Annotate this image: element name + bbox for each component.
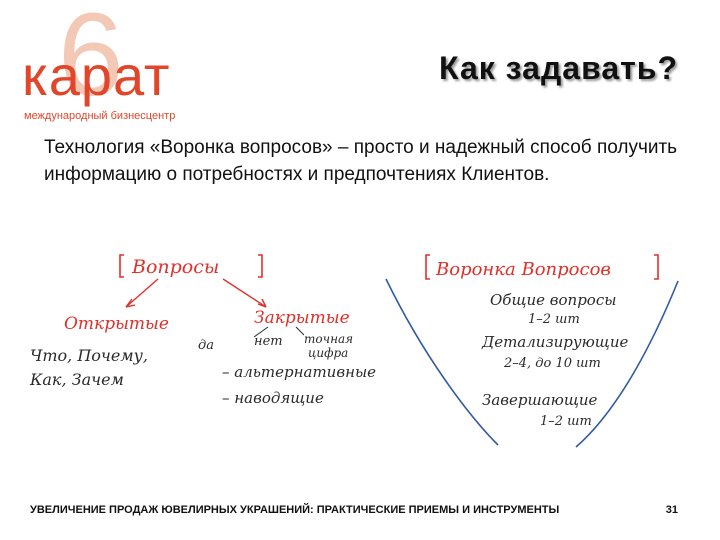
logo-wordmark: карат (22, 44, 171, 107)
slide-page-number: 31 (665, 504, 678, 516)
question-funnel-diagram: Воронка Вопросов Общие вопросы 1–2 шт Де… (385, 254, 679, 448)
open-questions-label: Открытые (64, 314, 169, 334)
funnel-closing-label: Завершающие (482, 391, 598, 409)
logo-subtitle: международный бизнесцентр (24, 110, 176, 122)
open-question-words-2: Как, Зачем (29, 370, 124, 389)
closed-exact-line2: цифра (308, 346, 348, 360)
closed-no-label: нет (254, 334, 283, 349)
closed-exact-line1: точная (304, 332, 353, 346)
slide-title: Как задавать? (439, 50, 678, 86)
slide-body-text: Технология «Воронка вопросов» – просто и… (44, 137, 678, 185)
slide-footer: УВЕЛИЧЕНИЕ ПРОДАЖ ЮВЕЛИРНЫХ УКРАШЕНИЙ: П… (30, 504, 560, 516)
closed-questions-label: Закрытые (254, 308, 350, 328)
open-question-words-1: Что, Почему, (30, 346, 148, 365)
question-funnel-sketch: Вопросы Открытые Что, Почему, Как, Зачем… (29, 254, 679, 448)
question-types-diagram: Вопросы Открытые Что, Почему, Как, Зачем… (29, 254, 376, 407)
company-logo: 6 карат международный бизнесцентр (18, 0, 198, 124)
closed-yes-label: да (198, 338, 214, 353)
funnel-general-count: 1–2 шт (528, 312, 580, 327)
funnel-detailing-label: Детализирующие (481, 333, 628, 351)
funnel-header: Воронка Вопросов (435, 259, 611, 280)
funnel-general-label: Общие вопросы (490, 291, 616, 309)
leading-questions-label: – наводящие (222, 389, 324, 407)
logo-digit: 6 (58, 0, 124, 121)
alternative-questions-label: – альтернативные (222, 363, 376, 381)
funnel-closing-count: 1–2 шт (540, 414, 592, 429)
questions-header: Вопросы (131, 256, 219, 278)
funnel-detailing-count: 2–4, до 10 шт (503, 356, 601, 371)
